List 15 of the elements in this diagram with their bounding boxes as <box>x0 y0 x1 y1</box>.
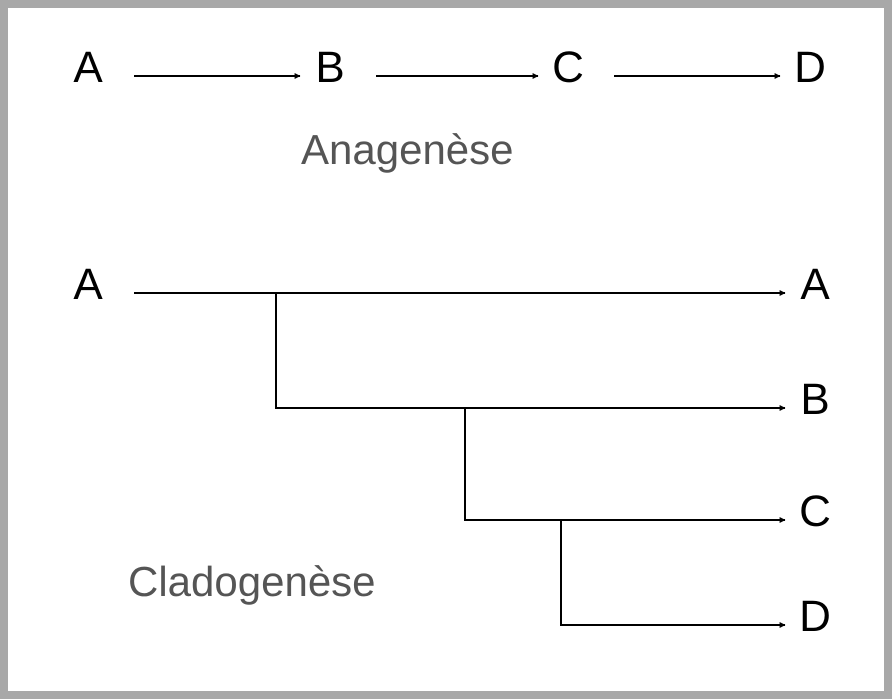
process-caption: Cladogenèse <box>128 558 376 606</box>
species-letter: C <box>538 40 598 96</box>
arrow <box>134 292 786 628</box>
species-letter: D <box>780 40 840 96</box>
species-letter: C <box>785 484 845 540</box>
arrow <box>614 73 781 79</box>
arrow <box>376 73 539 79</box>
species-letter: A <box>58 40 118 96</box>
species-letter: B <box>300 40 360 96</box>
species-letter: D <box>785 589 845 645</box>
species-letter: A <box>785 257 845 313</box>
process-caption: Anagenèse <box>301 126 514 174</box>
species-letter: B <box>785 372 845 428</box>
species-letter: A <box>58 257 118 313</box>
arrow <box>134 73 301 79</box>
